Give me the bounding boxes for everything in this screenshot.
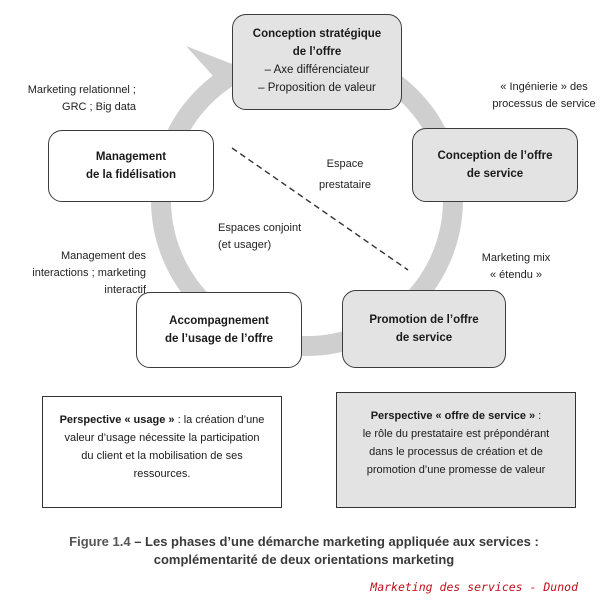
box-title: Conception stratégique <box>252 28 382 41</box>
label-espaces-conjoint: Espaces conjoint (et usager) <box>218 222 302 252</box>
perspective-offre-box: Perspective « offre de service » : le rô… <box>336 392 576 508</box>
note-management-interactions: Management des interactions ; marketing … <box>32 250 146 297</box>
box-bullet-2: – Proposition de valeur <box>258 81 376 94</box>
cycle-arrowhead <box>186 46 232 86</box>
perspective-usage-title: Perspective « usage » <box>59 414 175 426</box>
box-line-2: de la fidélisation <box>85 169 177 181</box>
publisher-credit: Marketing des services - Dunod <box>370 580 578 594</box>
note-marketing-relationnel: Marketing relationnel ; GRC ; Big data <box>27 84 136 114</box>
perspective-usage-box: Perspective « usage » : la création d’un… <box>42 396 282 508</box>
box-management: Management de la fidélisation <box>48 130 214 202</box>
perspective-offre-title: Perspective « offre de service » <box>370 410 536 422</box>
box-line-1: Promotion de l’offre <box>369 313 479 326</box>
box-line-1: Accompagnement <box>169 314 269 327</box>
box-accompagnement: Accompagnement de l’usage de l’offre <box>136 292 302 368</box>
box-line-1: Conception de l’offre <box>437 149 553 162</box>
figure-number: Figure 1.4 <box>69 534 131 549</box>
space-divider-line <box>231 147 409 271</box>
box-conception-offre: Conception de l’offre de service <box>412 128 578 202</box>
note-ingenierie: « Ingénierie » des processus de service <box>492 81 596 111</box>
box-title-2: de l’offre <box>292 46 342 59</box>
box-promotion: Promotion de l’offre de service <box>342 290 506 368</box>
figure-caption: Figure 1.4 – Les phases d’une démarche m… <box>69 534 539 567</box>
box-line-2: de service <box>466 168 524 180</box>
box-bullet-1: – Axe différenciateur <box>264 64 370 76</box>
box-line-2: de l’usage de l’offre <box>165 333 273 345</box>
label-espace-prestataire: Espace prestataire <box>319 158 371 191</box>
box-line-2: de service <box>395 332 453 344</box>
box-conception-strategique: Conception stratégique de l’offre – Axe … <box>232 14 402 110</box>
box-line-1: Management <box>95 150 167 163</box>
note-marketing-mix: Marketing mix « étendu » <box>481 252 551 282</box>
